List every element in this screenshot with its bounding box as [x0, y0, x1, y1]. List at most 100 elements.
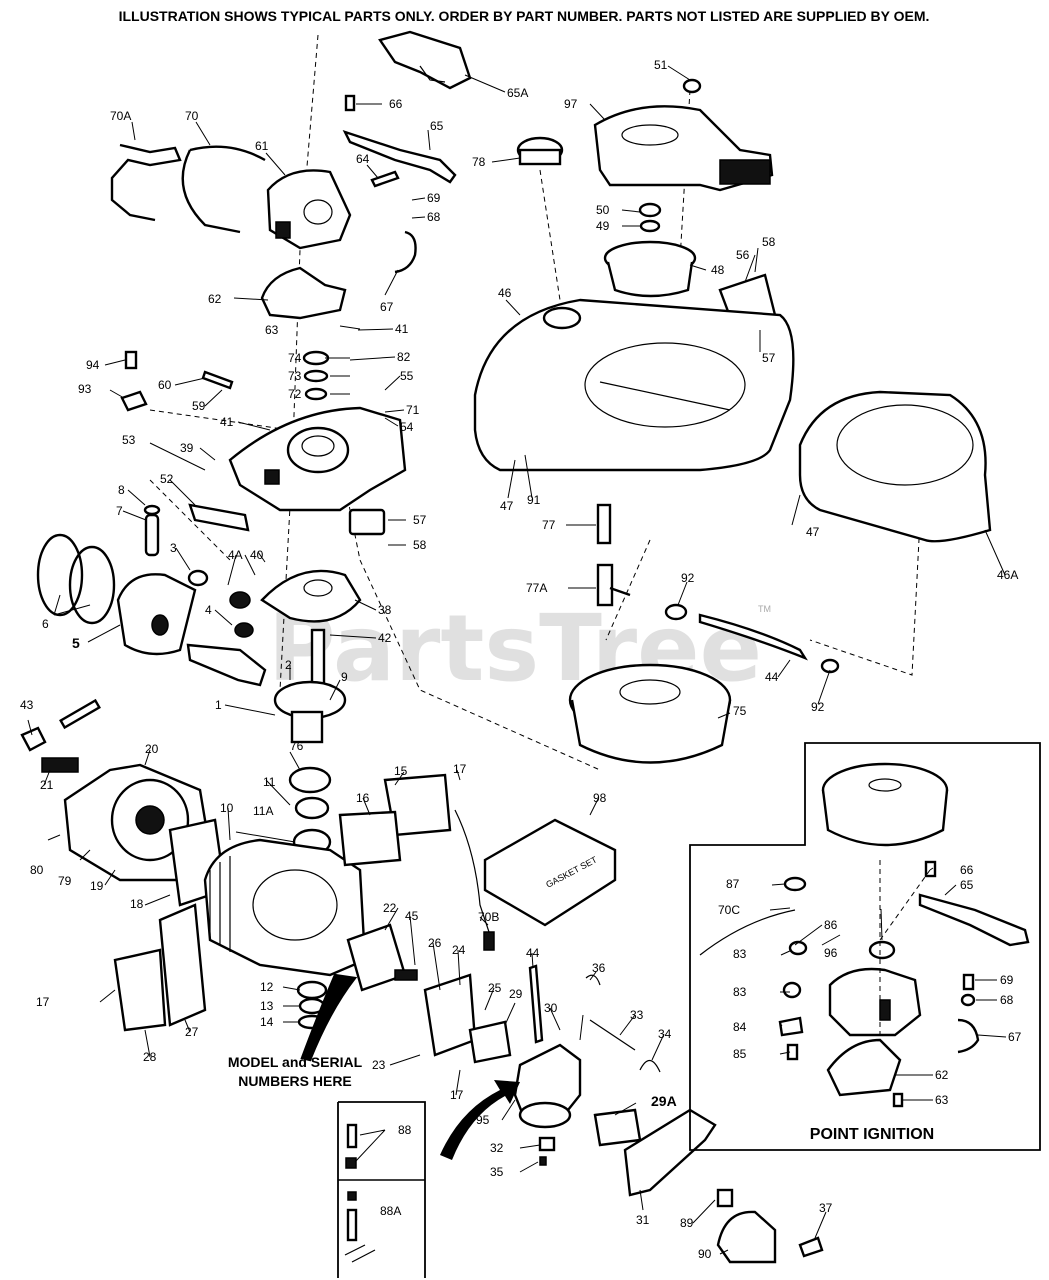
inset-box-88: [337, 1101, 426, 1278]
part-label-9: 9: [341, 670, 348, 684]
part-label-18: 18: [130, 897, 144, 911]
part-label-56: 56: [736, 248, 750, 262]
rewind-starter-97: [593, 105, 774, 192]
reed-plate-15-16: [338, 773, 452, 867]
part-label-74: 74: [288, 351, 302, 365]
coil-52: [188, 503, 250, 532]
part-label-65: 65: [430, 119, 444, 133]
part-label-70A: 70A: [110, 109, 131, 123]
flywheel-point-ignition: [821, 762, 949, 847]
model-serial-note-line2: NUMBERS HERE: [238, 1073, 352, 1089]
gasket-29A: [593, 1108, 642, 1147]
part-label-41: 41: [395, 322, 409, 336]
part-label-69: 69: [427, 191, 441, 205]
part-label-58: 58: [762, 235, 776, 249]
part-label-65: 65: [960, 878, 974, 892]
screw-69b: [962, 973, 975, 991]
wrist-pin-7: [144, 513, 160, 557]
lever-65b: [918, 893, 1030, 947]
part-label-51: 51: [654, 58, 668, 72]
part-label-16: 16: [356, 791, 370, 805]
fuel-bowl-89: [716, 1188, 734, 1208]
part-label-44: 44: [526, 946, 540, 960]
wire-70C: [699, 909, 796, 956]
part-label-83: 83: [733, 985, 747, 999]
crankshaft-9: [273, 628, 347, 744]
part-label-76: 76: [290, 739, 304, 753]
backplate-39: [228, 406, 407, 512]
part-label-1: 1: [215, 698, 222, 712]
washer-68b: [960, 993, 976, 1007]
blower-housing-46: [473, 298, 795, 472]
plate-62: [260, 266, 347, 320]
gasket-22-45: [346, 923, 418, 992]
piston-5: [116, 573, 197, 656]
part-label-80: 80: [30, 863, 44, 877]
part-label-63: 63: [265, 323, 279, 337]
part-label-94: 94: [86, 358, 100, 372]
part-label-95: 95: [476, 1113, 490, 1127]
part-number-labels: 65A 66 65 70A 70 61 64 69 68 62 67 63 41…: [20, 58, 1022, 1261]
part-label-96: 96: [824, 946, 838, 960]
spark-plug-77: [596, 503, 612, 545]
part-label-70: 70: [185, 109, 199, 123]
part-label-29: 29: [509, 987, 523, 1001]
part-label-97: 97: [564, 97, 578, 111]
part-label-91: 91: [527, 493, 541, 507]
fuel-fitting-43-21: [20, 698, 101, 773]
carburetor-intake-24-26: [423, 973, 477, 1057]
part-label-20: 20: [145, 742, 159, 756]
part-label-30: 30: [544, 1001, 558, 1015]
lever-65: [342, 129, 457, 184]
inset-needle-88A: [344, 1191, 376, 1263]
washers-50-49: [638, 202, 662, 233]
assembly-line: [539, 169, 561, 301]
wire-70B: [454, 809, 495, 951]
part-label-32: 32: [490, 1141, 504, 1155]
part-label-50: 50: [596, 203, 610, 217]
part-label-92: 92: [811, 700, 825, 714]
magneto-61: [266, 169, 352, 250]
part-label-6: 6: [42, 617, 49, 631]
washer-83a: [788, 940, 808, 956]
part-label-86: 86: [824, 918, 838, 932]
part-label-37: 37: [819, 1201, 833, 1215]
screw-66: [344, 94, 356, 112]
part-label-43: 43: [20, 698, 34, 712]
point-nut-87: [783, 876, 807, 892]
carburetor-95: [513, 1043, 582, 1129]
part-label-68: 68: [1000, 993, 1014, 1007]
part-label-62: 62: [935, 1068, 949, 1082]
needle-bearing-4: [229, 591, 254, 638]
part-label-83: 83: [733, 947, 747, 961]
part-label-61: 61: [255, 139, 269, 153]
screen-48: [603, 240, 697, 298]
clip-93: [120, 390, 148, 412]
part-label-44: 44: [765, 670, 779, 684]
part-label-53: 53: [122, 433, 136, 447]
part-label-47: 47: [806, 525, 820, 539]
bracket-65A: [378, 30, 472, 90]
part-label-48: 48: [711, 263, 725, 277]
part-label-25: 25: [488, 981, 502, 995]
part-label-89: 89: [680, 1216, 694, 1230]
part-label-4A: 4A: [228, 548, 243, 562]
part-label-88: 88: [398, 1123, 412, 1137]
part-label-59: 59: [192, 399, 206, 413]
intake-28: [113, 948, 167, 1032]
screw-64: [370, 170, 400, 188]
starter-cup-78: [516, 136, 564, 166]
part-label-85: 85: [733, 1047, 747, 1061]
part-label-39: 39: [180, 441, 194, 455]
bearing-plate-40-38: [260, 569, 362, 623]
watermark-tm: TM: [758, 604, 771, 614]
spark-plug-77A: [596, 563, 631, 607]
part-label-68: 68: [427, 210, 441, 224]
screw-63b: [892, 1092, 904, 1108]
part-label-52: 52: [160, 472, 174, 486]
assembly-line: [279, 34, 319, 691]
part-label-78: 78: [472, 155, 486, 169]
part-label-67: 67: [380, 300, 394, 314]
